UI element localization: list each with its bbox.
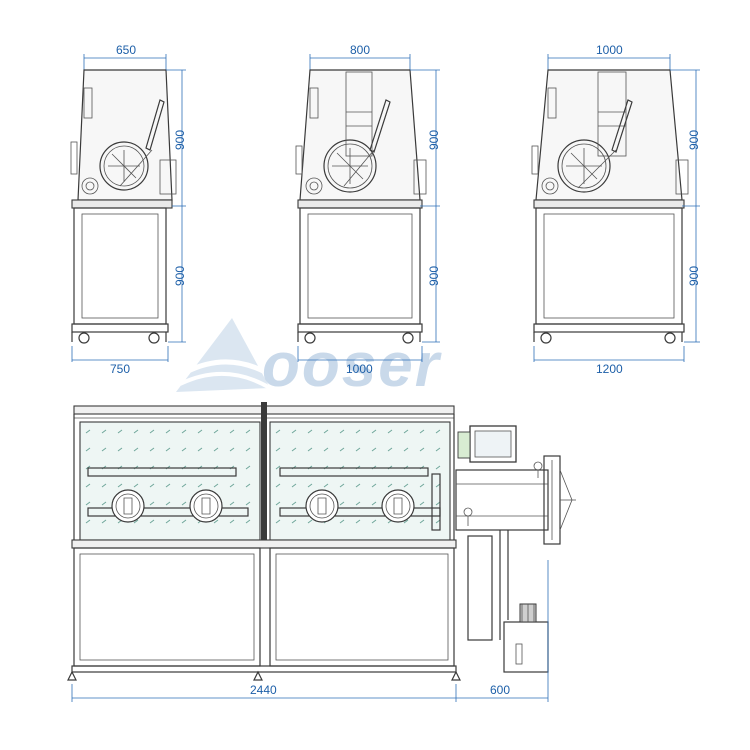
side-view-middle: 800 900 900 1000 — [295, 43, 441, 376]
watermark-logo: ooser — [176, 318, 440, 400]
dim-top-width: 800 — [350, 43, 370, 57]
dim-upper-height: 900 — [173, 130, 187, 150]
glove-port — [305, 489, 339, 523]
glove-port — [381, 489, 415, 523]
dim-top-width: 650 — [116, 43, 136, 57]
dim-base-width: 750 — [110, 362, 130, 376]
dim-lower-height: 900 — [173, 266, 187, 286]
dim-base-width: 1000 — [346, 362, 373, 376]
glass-panel-right — [269, 421, 451, 541]
dim-top-width: 1000 — [596, 43, 623, 57]
dim-lower-height: 900 — [427, 266, 441, 286]
dim-upper-height: 900 — [687, 130, 701, 150]
glove-port — [111, 489, 145, 523]
antechamber — [455, 469, 549, 531]
dim-base-width: 1200 — [596, 362, 623, 376]
glove-port — [189, 489, 223, 523]
dim-total-width: 2440 — [250, 683, 277, 697]
gas-bottle — [503, 621, 549, 673]
side-view-left: 650 900 900 750 — [70, 43, 187, 376]
side-view-right: 1000 900 900 1200 — [531, 43, 701, 376]
front-view: 2440 600 — [67, 402, 576, 702]
dim-side-width: 600 — [490, 683, 510, 697]
dim-upper-height: 900 — [427, 130, 441, 150]
glass-panel-left — [79, 421, 261, 541]
dim-lower-height: 900 — [687, 266, 701, 286]
